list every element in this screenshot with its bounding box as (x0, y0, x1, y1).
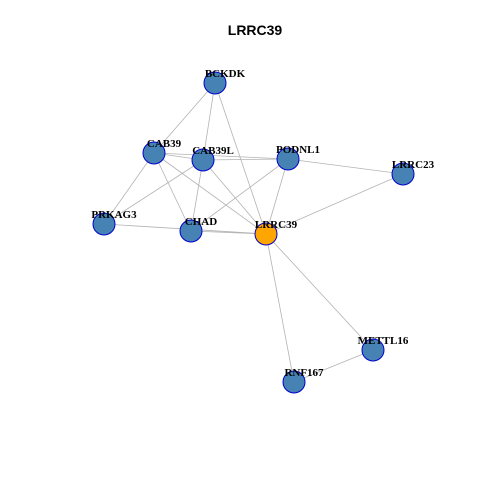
edge-lrrc39-rnf167 (265, 233, 295, 383)
node-mettl16 (361, 338, 385, 362)
edge-chad-lrrc39 (190, 230, 267, 235)
node-podnl1 (276, 147, 300, 171)
edge-podnl1-chad (190, 158, 289, 232)
edge-cab39l-lrrc39 (202, 159, 267, 235)
node-label-cab39: CAB39 (147, 138, 182, 150)
node-cab39 (142, 141, 166, 165)
node-label-cab39l: CAB39L (192, 145, 234, 157)
node-label-rnf167: RNF167 (284, 367, 324, 379)
node-layer (92, 71, 415, 394)
node-lrrc39 (254, 222, 278, 246)
edge-bckdk-lrrc39 (214, 82, 267, 235)
edge-mettl16-rnf167 (293, 349, 374, 383)
node-bckdk (203, 71, 227, 95)
edge-lrrc39-mettl16 (265, 233, 374, 351)
edge-cab39l-chad (190, 159, 204, 232)
node-label-prkag3: PRKAG3 (91, 209, 137, 221)
node-label-lrrc23: LRRC23 (392, 159, 435, 171)
node-label-chad: CHAD (185, 216, 217, 228)
node-chad (179, 219, 203, 243)
node-label-lrrc39: LRRC39 (255, 219, 298, 231)
node-label-bckdk: BCKDK (205, 68, 246, 80)
edge-cab39-podnl1 (153, 152, 289, 160)
node-prkag3 (92, 212, 116, 236)
edge-cab39-lrrc39 (153, 152, 267, 235)
node-cab39l (191, 148, 215, 172)
edge-bckdk-cab39 (153, 82, 216, 154)
node-label-mettl16: METTL16 (358, 335, 409, 347)
edge-cab39l-prkag3 (103, 159, 204, 225)
node-label-podnl1: PODNL1 (276, 144, 320, 156)
edge-lrrc23-lrrc39 (265, 173, 404, 235)
node-lrrc23 (391, 162, 415, 186)
edge-podnl1-lrrc39 (265, 158, 289, 235)
edge-bckdk-cab39l (202, 82, 216, 161)
edge-cab39-prkag3 (103, 152, 155, 225)
edge-podnl1-lrrc23 (287, 158, 404, 175)
edge-cab39-chad (153, 152, 192, 232)
node-rnf167 (282, 370, 306, 394)
edge-cab39l-podnl1 (202, 158, 289, 161)
graph-title: LRRC39 (228, 22, 283, 38)
